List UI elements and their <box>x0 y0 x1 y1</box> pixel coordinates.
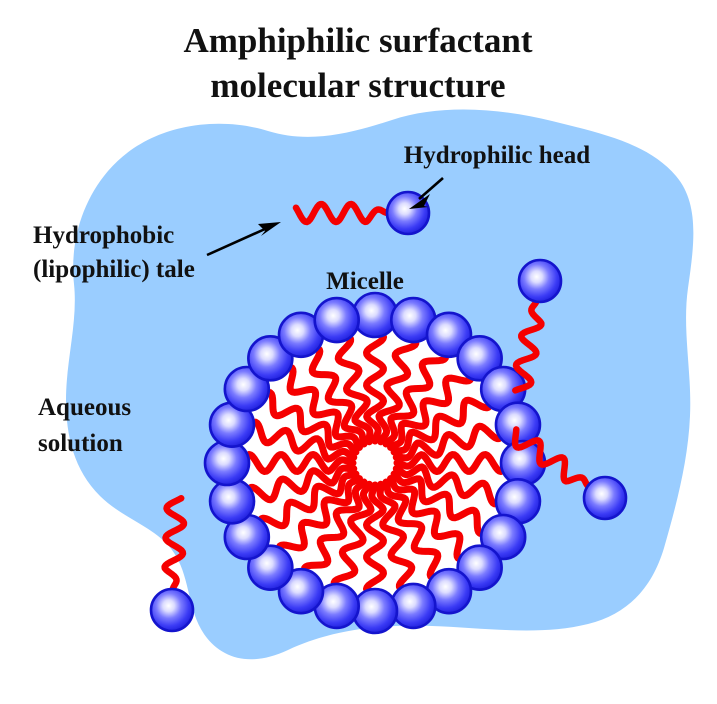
hydrophilic-head-sphere <box>313 296 360 344</box>
free-surfactant-molecule <box>512 258 563 394</box>
hydrophilic-head-arrow-tip <box>409 194 430 209</box>
micelle-head <box>208 478 256 525</box>
hydrophilic-head-annotation: Hydrophilic head <box>404 142 590 209</box>
hydrophilic-head <box>149 587 195 633</box>
hydrophobic-tail <box>330 480 375 587</box>
micelle-head <box>203 439 251 487</box>
micelle-head <box>247 544 294 591</box>
micelle-head <box>456 544 503 591</box>
hydrophilic-head-sphere <box>247 335 294 382</box>
hydrophobic-tail <box>266 389 360 456</box>
hydrophilic-head-sphere <box>149 587 195 633</box>
hydrophilic-head-sphere <box>351 587 399 635</box>
hydrophilic-head-label: Hydrophilic head <box>404 142 590 169</box>
title-line-2: molecular structure <box>210 66 505 105</box>
hydrophobic-tail <box>286 364 363 451</box>
hydrophobic-tail <box>392 463 499 508</box>
micelle-head <box>390 582 437 630</box>
hydrophilic-head-arrow-line <box>418 177 444 200</box>
hydrophobic-tail <box>276 475 363 552</box>
micelle-tail-group <box>245 333 505 593</box>
hydrophobic-tail <box>375 339 420 446</box>
hydrophilic-head-sphere <box>203 439 251 487</box>
hydrophobic-tail <box>376 480 416 591</box>
hydrophobic-arrow-tip <box>258 222 281 236</box>
hydrophobic-tail <box>247 464 358 504</box>
micelle-head <box>223 365 271 413</box>
hydrophobic-tail <box>301 478 368 572</box>
hydrophobic-tail <box>363 481 387 593</box>
hydrophilic-head-sphere <box>277 567 325 615</box>
hydrophilic-head-sphere <box>223 365 271 413</box>
hydrophobic-tail-annotation: Hydrophobic (lipophilic) tale <box>33 222 281 283</box>
micelle-head <box>425 311 473 359</box>
aqueous-label-line-1: Aqueous <box>38 394 131 421</box>
hydrophilic-head-sphere <box>456 335 503 382</box>
hydrophilic-head-sphere <box>425 311 473 359</box>
micelle-label: Micelle <box>326 268 404 295</box>
hydrophilic-head-sphere <box>517 258 563 304</box>
hydrophobic-tail <box>387 475 464 562</box>
hydrophobic-tail <box>292 200 392 226</box>
hydrophilic-head-sphere <box>582 475 628 521</box>
hydrophilic-head-sphere <box>351 291 399 339</box>
aqueous-solution-label: Aqueous solution <box>38 394 131 457</box>
hydrophobic-tail <box>511 426 592 490</box>
hydrophobic-label-line-2: (lipophilic) tale <box>33 256 195 283</box>
hydrophilic-head-sphere <box>247 544 294 591</box>
hydrophobic-tail <box>161 495 188 594</box>
micelle-head <box>479 513 527 561</box>
hydrophilic-head-sphere <box>456 544 503 591</box>
hydrophobic-tail <box>251 418 358 463</box>
hydrophilic-head-sphere <box>208 478 256 525</box>
hydrophobic-tail <box>382 354 449 448</box>
hydrophobic-tail <box>393 451 505 475</box>
micelle-head <box>313 296 360 344</box>
hydrophobic-tail <box>334 335 374 446</box>
hydrophilic-head <box>582 475 628 521</box>
micelle-head <box>247 335 294 382</box>
micelle-head <box>351 291 399 339</box>
hydrophilic-head <box>517 258 563 304</box>
hydrophilic-head-sphere <box>385 190 431 236</box>
micelle-head <box>351 587 399 635</box>
hydrophilic-head-sphere <box>479 513 527 561</box>
micelle-head <box>277 567 325 615</box>
hydrophobic-tail <box>390 396 492 456</box>
free-surfactant-molecule <box>511 426 628 521</box>
hydrophobic-arrow-line <box>206 227 266 257</box>
hydrophobic-tail <box>245 451 357 475</box>
hydrophobic-tail <box>258 470 360 530</box>
micelle-head <box>456 335 503 382</box>
micelle-assembly <box>203 291 547 635</box>
hydrophobic-tail <box>512 297 545 394</box>
aqueous-label-line-2: solution <box>38 430 123 457</box>
free-surfactant-group <box>149 190 628 633</box>
hydrophilic-head <box>385 190 431 236</box>
title-line-1: Amphiphilic surfactant <box>183 21 532 60</box>
micelle-head-group <box>203 291 547 635</box>
hydrophilic-head-sphere <box>390 582 437 630</box>
hydrophobic-tail <box>390 470 484 537</box>
page-title: Amphiphilic surfactant molecular structu… <box>183 21 532 105</box>
hydrophobic-tail <box>382 478 442 580</box>
hydrophobic-tail <box>308 346 368 448</box>
free-surfactant-molecule <box>149 495 195 633</box>
hydrophobic-tail <box>392 422 503 462</box>
hydrophobic-tail <box>387 374 474 451</box>
hydrophobic-tail <box>363 333 387 445</box>
hydrophobic-label-line-1: Hydrophobic <box>33 222 174 249</box>
